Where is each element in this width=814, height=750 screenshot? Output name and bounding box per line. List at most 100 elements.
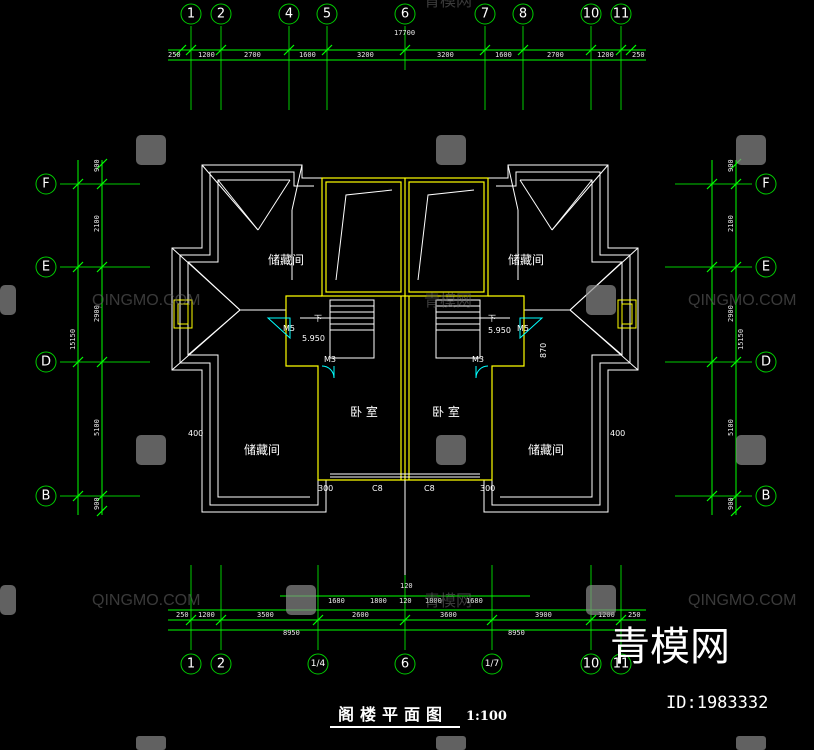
dim-right-4: 900 (727, 497, 735, 510)
drawing-title: 阁楼平面图 (338, 705, 448, 724)
watermark-logo-icon (436, 736, 466, 750)
dim-top-2: 2700 (244, 51, 261, 59)
dim-top-1: 1200 (198, 51, 215, 59)
axis-top-11: 11 (613, 7, 630, 22)
axis-labels-bottom: 1 2 1/4 6 1/7 10 11 (187, 657, 629, 672)
axis-bubbles-bottom (180, 653, 632, 675)
axis-left-B: B (42, 489, 51, 504)
dim-bottom-r2-7: 250 (628, 611, 641, 619)
dim-bottom-r3-1: 8950 (508, 629, 525, 637)
axis-top-6: 6 (401, 7, 409, 22)
label-c8-right: C8 (424, 484, 435, 493)
room-bedroom-left: 卧 室 (350, 404, 378, 419)
room-bedroom-right: 卧 室 (432, 404, 460, 419)
axis-left-F: F (42, 177, 49, 192)
dimension-text-top: 17700 250 1200 2700 1600 3200 3200 1600 … (168, 29, 645, 59)
brand-watermark: 青模网 ID:1983332 (610, 624, 768, 713)
watermark-logo-icon (586, 585, 616, 615)
axis-bottom-2: 2 (217, 657, 225, 672)
axis-bottom-10: 10 (583, 657, 600, 672)
axis-top-10: 10 (583, 7, 600, 22)
axis-bubbles-side (35, 173, 777, 507)
dim-top-total: 17700 (394, 29, 415, 37)
dim-left-total: 15150 (69, 329, 77, 350)
dim-top-0: 250 (168, 51, 181, 59)
dim-bottom-r2-2: 3500 (257, 611, 274, 619)
label-300-left: 300 (318, 484, 333, 493)
room-storage-bottom-right: 储藏间 (528, 442, 564, 457)
watermark-logo-icon (736, 435, 766, 465)
watermark-site-2: QINGMO.COM (688, 292, 796, 309)
label-m5-left: M5 (283, 324, 295, 333)
brand-text: 青模网 (610, 624, 730, 670)
watermarks: QINGMO.COM QINGMO.COM QINGMO.COM QINGMO.… (92, 0, 796, 610)
dim-top-6: 1600 (495, 51, 512, 59)
dim-left-4: 900 (93, 497, 101, 510)
watermark-logo-icon (136, 135, 166, 165)
dim-top-7: 2700 (547, 51, 564, 59)
dim-bottom-r1-1: 1800 (370, 597, 387, 605)
dim-bottom-r1-4: 1680 (466, 597, 483, 605)
stair-left (300, 299, 375, 359)
dim-bottom-r2-0: 250 (176, 611, 189, 619)
axis-right-B: B (762, 489, 771, 504)
watermark-logos (0, 135, 766, 750)
watermark-logo-icon (436, 435, 466, 465)
stair-right (435, 299, 510, 359)
axis-top-7: 7 (481, 7, 489, 22)
axis-bottom-11: 11 (613, 657, 630, 672)
watermark-logo-icon (736, 135, 766, 165)
dim-right-total: 15150 (737, 329, 745, 350)
axis-bottom-1-7: 1/7 (485, 659, 499, 669)
watermark-logo-icon (0, 585, 16, 615)
label-c8-left: C8 (372, 484, 383, 493)
watermark-cn-1: 青模网 (424, 292, 472, 310)
dimension-text-bottom: 120 1680 1800 120 1800 1680 250 1200 350… (176, 582, 641, 637)
dim-right-3: 5100 (727, 419, 735, 436)
watermark-site-3: QINGMO.COM (92, 592, 200, 609)
dim-right-1: 2100 (727, 215, 735, 232)
watermark-cn-3: 青模网 (424, 592, 472, 610)
dimension-text-left: 15150 900 2100 2900 5100 900 (69, 159, 101, 510)
dim-top-5: 3200 (437, 51, 454, 59)
axis-bottom-1: 1 (187, 657, 195, 672)
axis-left-E: E (42, 260, 50, 275)
axis-top-8: 8 (519, 7, 527, 22)
room-storage-bottom-left: 储藏间 (244, 442, 280, 457)
core-interior-lines (335, 189, 475, 505)
label-m3-right: M3 (472, 355, 484, 364)
dim-left-0: 900 (93, 159, 101, 172)
label-level-right: 5.950 (488, 326, 511, 335)
axis-bubbles-top (180, 3, 632, 25)
dim-top-9: 250 (632, 51, 645, 59)
axis-top-5: 5 (323, 7, 331, 22)
room-labels: 储藏间 储藏间 储藏间 储藏间 卧 室 卧 室 (244, 252, 564, 457)
label-m5-right: M5 (517, 324, 529, 333)
room-storage-top-right: 储藏间 (508, 252, 544, 267)
drawing-scale: 1:100 (466, 709, 507, 724)
dim-right-2: 2900 (727, 305, 735, 322)
dim-bottom-r2-1: 1200 (198, 611, 215, 619)
watermark-logo-icon (136, 736, 166, 750)
watermark-site-4: QINGMO.COM (688, 592, 796, 609)
dim-top-4: 3200 (357, 51, 374, 59)
dim-bottom-r2-5: 3900 (535, 611, 552, 619)
dim-left-2: 2900 (93, 305, 101, 322)
axis-top-1: 1 (187, 7, 195, 22)
watermark-logo-icon (286, 585, 316, 615)
axis-left-D: D (41, 355, 51, 370)
axis-grid-lines (60, 26, 752, 650)
watermark-logo-icon (436, 135, 466, 165)
dimension-lines (77, 49, 737, 631)
label-300-right: 300 (480, 484, 495, 493)
dim-top-3: 1600 (299, 51, 316, 59)
dim-bottom-r1-3: 1800 (425, 597, 442, 605)
annotations: 下 下 5.950 5.950 M5 M5 M3 M3 400 400 300 … (188, 314, 625, 493)
axis-bottom-6: 6 (401, 657, 409, 672)
dormer-windows (173, 299, 637, 329)
dim-left-1: 2100 (93, 215, 101, 232)
dim-bottom-r1-2: 120 (399, 597, 412, 605)
watermark-logo-icon (136, 435, 166, 465)
label-down-left: 下 (314, 314, 322, 323)
